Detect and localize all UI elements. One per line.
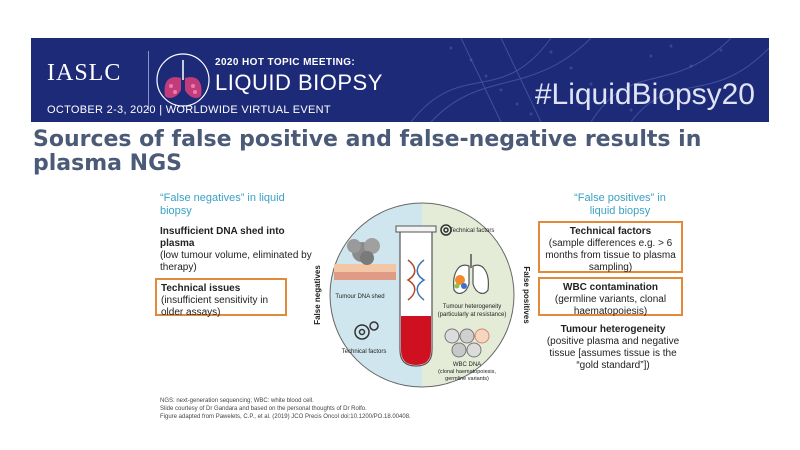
false-negatives-heading: “False negatives” in liquid biopsy <box>160 192 285 217</box>
meeting-topic: LIQUID BIOPSY <box>215 70 383 95</box>
technical-factors-box: Technical factors (sample differences e.… <box>538 221 683 273</box>
banner-divider <box>148 51 149 111</box>
gear-icon <box>354 321 379 340</box>
liquid-biopsy-diagram: False negatives False positives Tumour D… <box>313 202 531 388</box>
wbc-contamination-body: (germline variants, clonal haematopoiesi… <box>554 294 667 317</box>
tumour-heterogeneity-head: Tumour heterogeneity <box>560 324 666 335</box>
false-positives-heading: “False positives” in liquid biopsy <box>574 192 666 217</box>
insufficient-dna-head: Insufficient DNA shed into plasma <box>160 226 285 249</box>
event-date: OCTOBER 2-3, 2020 | WORLDWIDE VIRTUAL EV… <box>47 104 331 116</box>
false-negatives-label: False negatives <box>313 265 322 325</box>
footnote-line-2: Slide courtesy of Dr Gandara and based o… <box>160 406 367 412</box>
wbc-dna-label: WBC DNA <box>453 362 481 368</box>
wbc-contamination-head: WBC contamination <box>563 282 658 293</box>
tumour-heterogeneity-sub: (particularly at resistance) <box>438 312 507 318</box>
hashtag: #LiquidBiopsy20 <box>534 78 755 111</box>
technical-issues-body: (insufficient sensitivity in older assay… <box>161 295 269 318</box>
wbc-dna-sub1: (clonal haematopoiesis, <box>438 369 496 375</box>
insufficient-dna-block: Insufficient DNA shed into plasma (low t… <box>160 226 320 274</box>
org-name: IASLC <box>47 60 122 86</box>
footnote-line-3: Figure adapted from Pawelets, C.P., et a… <box>160 414 411 420</box>
meeting-label: 2020 HOT TOPIC MEETING: <box>215 57 356 68</box>
technical-factors-right-label: Technical factors <box>450 228 495 234</box>
technical-issues-head: Technical issues <box>161 283 241 294</box>
footnote-line-1: NGS: next-generation sequencing; WBC: wh… <box>160 398 314 404</box>
tumour-heterogeneity-body: (positive plasma and negative tissue [as… <box>546 336 680 371</box>
false-positives-label: False positives <box>522 266 531 324</box>
tumour-dna-label: Tumour DNA shed <box>335 294 384 300</box>
insufficient-dna-body: (low tumour volume, eliminated by therap… <box>160 250 312 273</box>
technical-factors-body: (sample differences e.g. > 6 months from… <box>545 238 676 273</box>
wbc-contamination-box: WBC contamination (germline variants, cl… <box>538 277 683 317</box>
technical-factors-left-label: Technical factors <box>342 349 387 355</box>
lungs-logo-icon <box>156 53 210 107</box>
tumour-heterogeneity-label: Tumour heterogeneity <box>443 304 501 310</box>
lungs-icon <box>453 254 489 294</box>
dna-pattern-background <box>410 38 769 122</box>
test-tube-icon <box>395 225 437 367</box>
tumour-heterogeneity-block: Tumour heterogeneity (positive plasma an… <box>538 324 688 372</box>
gear-icon <box>440 224 452 236</box>
technical-factors-head: Technical factors <box>569 226 652 237</box>
wbc-dna-sub2: germline variants) <box>445 376 489 382</box>
tumour-tissue-icon <box>334 238 396 280</box>
technical-issues-box: Technical issues (insufficient sensitivi… <box>155 278 287 318</box>
wbc-cells-icon <box>444 328 490 358</box>
footnote: NGS: next-generation sequencing; WBC: wh… <box>160 397 580 421</box>
slide-title: Sources of false positive and false-nega… <box>33 127 702 176</box>
header-banner: IASLC 2020 HOT TOPIC MEETING: LIQUID BIO… <box>31 38 769 122</box>
